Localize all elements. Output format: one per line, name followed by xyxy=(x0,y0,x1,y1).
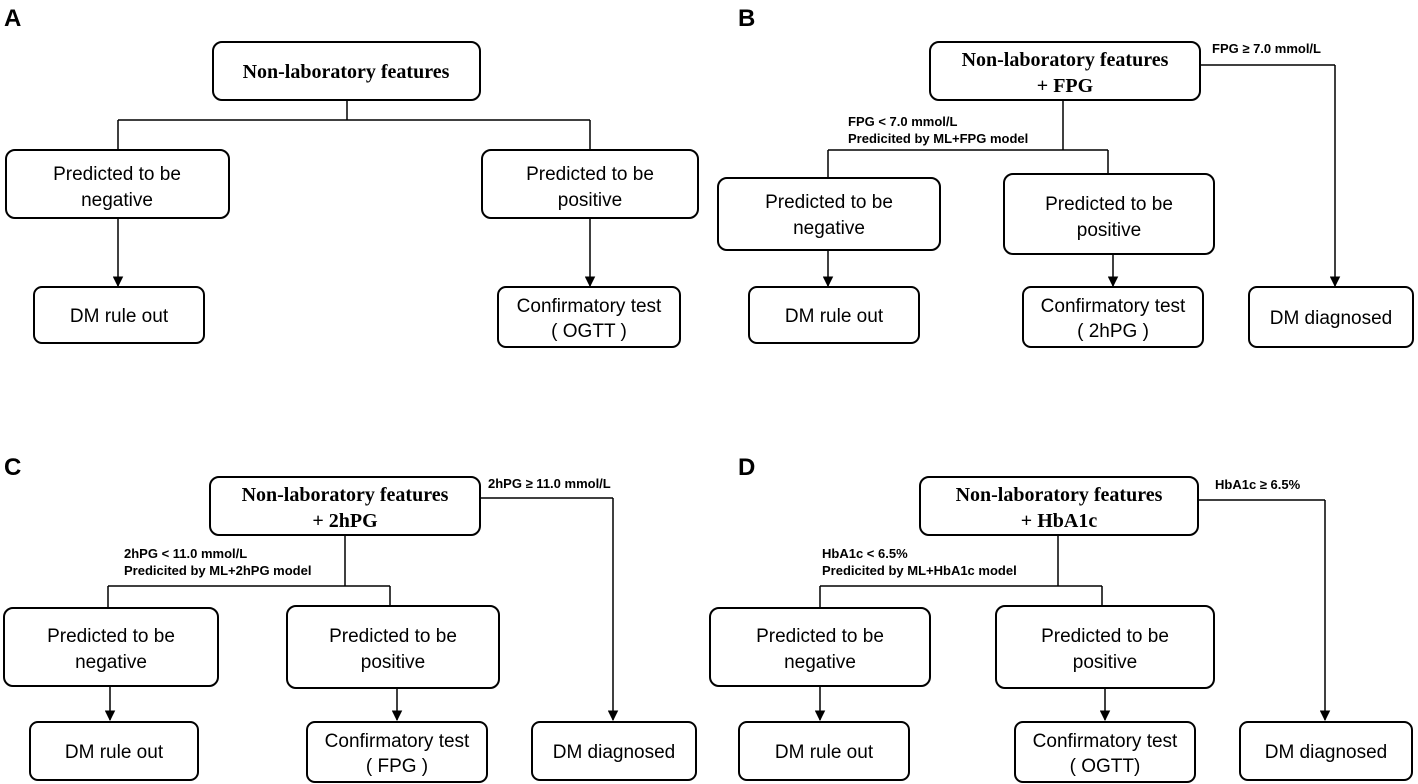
panel-d-root-line2: + HbA1c xyxy=(1021,510,1098,532)
panel-b-root-box xyxy=(929,41,1201,101)
panel-d-rule-out-text: DM rule out xyxy=(775,742,874,763)
panel-d-cond-low-line2: Predicited by ML+HbA1c model xyxy=(822,563,1017,578)
panel-c-diagnosed-text: DM diagnosed xyxy=(553,742,676,763)
panel-c-split-connector xyxy=(107,535,391,608)
panel-d-split-connector xyxy=(819,535,1103,608)
panel-b-positive-line2: positive xyxy=(1077,220,1141,241)
panel-d-confirm-line2: ( OGTT) xyxy=(1070,756,1141,777)
panel-c-root-line2: + 2hPG xyxy=(312,510,378,532)
panel-b-root-line1: Non-laboratory features xyxy=(962,49,1169,71)
panel-b-root-line2: + FPG xyxy=(1037,75,1094,97)
panel-b-cond-high: FPG ≥ 7.0 mmol/L xyxy=(1212,41,1321,56)
panel-b-confirm-line2: ( 2hPG ) xyxy=(1077,321,1149,342)
panel-d-diagnosed-text: DM diagnosed xyxy=(1265,742,1388,763)
panel-d-negative-line1: Predicted to be xyxy=(756,626,884,647)
panel-c-negative-line2: negative xyxy=(75,652,147,673)
panel-a-confirm-line2: ( OGTT ) xyxy=(551,321,627,342)
panel-c-diagnosed-box xyxy=(531,721,697,781)
panel-d-root-line1: Non-laboratory features xyxy=(956,484,1163,506)
panel-a-split-connector xyxy=(117,100,591,150)
panel-d-label: D xyxy=(738,454,755,481)
panel-a-root-line1: Non-laboratory features xyxy=(243,61,450,83)
panel-c-negative-line1: Predicted to be xyxy=(47,626,175,647)
panel-a-confirm-line1: Confirmatory test xyxy=(517,296,662,317)
panel-d-confirm-line1: Confirmatory test xyxy=(1033,731,1178,752)
panel-c-rule-out-box xyxy=(29,721,199,781)
panel-a: A Non-laboratory features Predicted to b… xyxy=(4,5,699,348)
panel-b-diagnosed-box xyxy=(1248,286,1414,348)
panel-b-cond-low-line2: Predicited by ML+FPG model xyxy=(848,131,1028,146)
panel-d-negative-box xyxy=(709,607,931,687)
panel-c-confirm-line2: ( FPG ) xyxy=(366,756,428,777)
panel-b-label: B xyxy=(738,5,755,32)
panel-d-positive-line2: positive xyxy=(1073,652,1137,673)
panel-d-cond-high: HbA1c ≥ 6.5% xyxy=(1215,477,1301,492)
panel-c-negative-box xyxy=(3,607,219,687)
panel-c-label: C xyxy=(4,454,21,481)
panel-a-negative-line2: negative xyxy=(81,190,153,211)
panel-b-positive-line1: Predicted to be xyxy=(1045,194,1173,215)
panel-c-cond-low-line1: 2hPG < 11.0 mmol/L xyxy=(124,546,247,561)
panel-b-negative-box xyxy=(717,177,941,251)
panel-b-cond-low-line1: FPG < 7.0 mmol/L xyxy=(848,114,958,129)
panel-b-split-connector xyxy=(827,100,1109,178)
panel-a-label: A xyxy=(4,5,21,32)
panel-b: B Non-laboratory features + FPG FPG ≥ 7.… xyxy=(717,5,1414,348)
panel-b-negative-line1: Predicted to be xyxy=(765,192,893,213)
panel-a-positive-line2: positive xyxy=(558,190,622,211)
panel-d-rule-out-box xyxy=(738,721,910,781)
panel-b-positive-box xyxy=(1003,173,1215,255)
panel-d: D Non-laboratory features + HbA1c HbA1c … xyxy=(709,454,1413,783)
panel-d-positive-line1: Predicted to be xyxy=(1041,626,1169,647)
panel-a-confirm-box xyxy=(497,286,681,348)
panel-a-rule-out-box xyxy=(33,286,205,344)
panel-d-root-box xyxy=(919,476,1199,536)
panel-d-positive-box xyxy=(995,605,1215,689)
panel-c-confirm-box xyxy=(306,721,488,783)
panel-b-diagnosed-text: DM diagnosed xyxy=(1270,308,1393,329)
panel-d-negative-line2: negative xyxy=(784,652,856,673)
panel-c: C Non-laboratory features + 2hPG 2hPG ≥ … xyxy=(3,454,697,783)
panel-a-positive-line1: Predicted to be xyxy=(526,164,654,185)
panel-c-cond-low-line2: Predicited by ML+2hPG model xyxy=(124,563,311,578)
panel-c-root-line1: Non-laboratory features xyxy=(242,484,449,506)
panel-b-negative-line2: negative xyxy=(793,218,865,239)
panel-b-confirm-line1: Confirmatory test xyxy=(1041,296,1186,317)
panel-c-cond-high: 2hPG ≥ 11.0 mmol/L xyxy=(488,476,611,491)
panel-c-confirm-line1: Confirmatory test xyxy=(325,731,470,752)
panel-d-confirm-box xyxy=(1014,721,1196,783)
panel-b-rule-out-box xyxy=(748,286,920,344)
panel-a-negative-line1: Predicted to be xyxy=(53,164,181,185)
panel-c-positive-box xyxy=(286,605,500,689)
panel-a-rule-out-text: DM rule out xyxy=(70,306,169,327)
panel-d-cond-low-line1: HbA1c < 6.5% xyxy=(822,546,908,561)
panel-b-confirm-box xyxy=(1022,286,1204,348)
panel-c-positive-line1: Predicted to be xyxy=(329,626,457,647)
panel-c-rule-out-text: DM rule out xyxy=(65,742,164,763)
panel-c-positive-line2: positive xyxy=(361,652,425,673)
panel-d-diagnosed-box xyxy=(1239,721,1413,781)
panel-b-rule-out-text: DM rule out xyxy=(785,306,884,327)
